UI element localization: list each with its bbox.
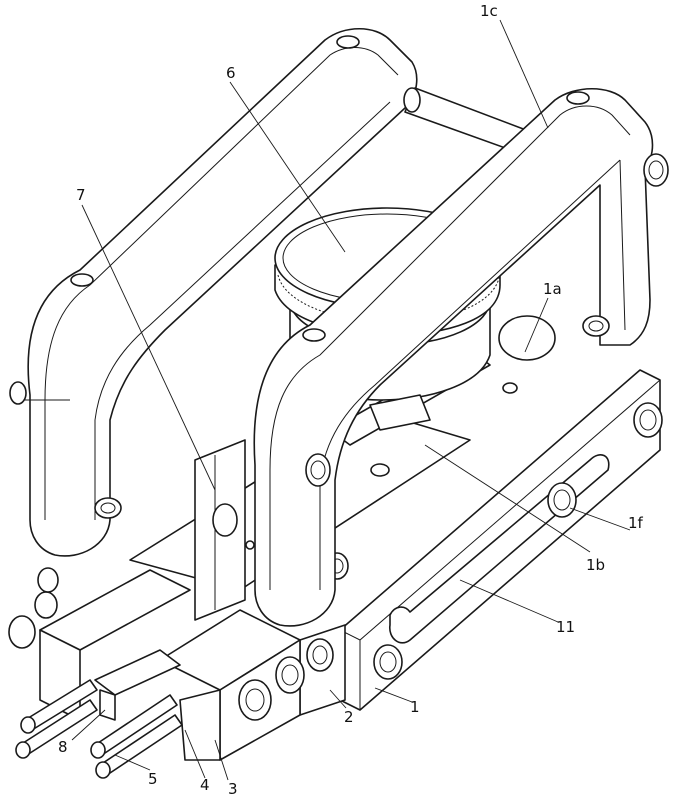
- label-1: 1: [410, 698, 420, 716]
- label-1b: 1b: [586, 556, 605, 574]
- front-frame: [253, 87, 669, 627]
- leader-lines: [71, 19, 631, 781]
- label-6: 6: [226, 64, 236, 82]
- rear-frame: [9, 28, 418, 557]
- label-2: 2: [344, 708, 354, 726]
- label-11: 11: [556, 618, 575, 636]
- base-assembly: [8, 369, 663, 779]
- label-1f: 1f: [628, 514, 644, 532]
- label-7: 7: [76, 186, 86, 204]
- label-5: 5: [148, 770, 158, 788]
- label-8: 8: [58, 738, 68, 756]
- part-labels: 1c 6 7 1a 1b 1f 11 1 2 3 4 5 8: [58, 2, 644, 798]
- label-1a: 1a: [543, 280, 562, 298]
- label-1c: 1c: [480, 2, 498, 20]
- label-3: 3: [228, 780, 238, 798]
- label-4: 4: [200, 776, 210, 794]
